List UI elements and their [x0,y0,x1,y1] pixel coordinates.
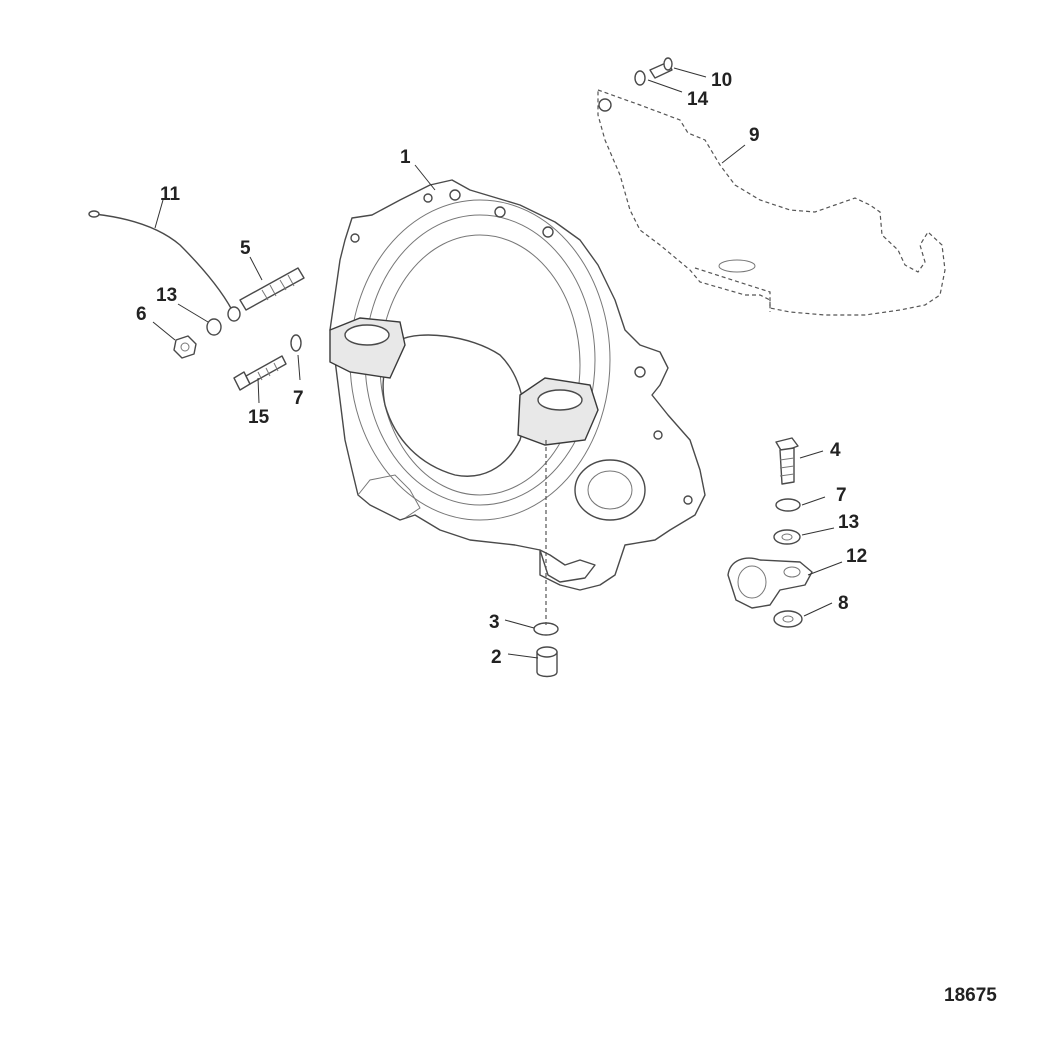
callout-15: 15 [248,407,270,428]
dowel-sleeve-2 [536,646,558,678]
callout-9: 9 [749,125,760,146]
callout-12: 12 [846,546,867,567]
callout-labels: 1 2 3 4 5 6 7 7 8 9 10 11 12 13 13 14 15 [136,70,867,668]
washer-13-right [773,529,801,545]
bolt-4 [775,437,799,485]
leader-lines [152,67,843,659]
rod-11 [88,210,241,322]
flywheel-housing [329,179,706,591]
mount-bracket-12 [727,557,813,609]
callout-8: 8 [838,593,849,614]
lock-washer-7-right [775,498,801,512]
callout-13-left: 13 [156,285,177,306]
washer-8 [773,610,803,628]
washer-13-left [206,318,222,336]
drawing-number: 18675 [944,985,997,1006]
bolt-15 [233,355,287,391]
callout-7-left: 7 [293,388,304,409]
washer-14 [634,70,646,86]
callout-2: 2 [491,647,502,668]
callout-3: 3 [489,612,500,633]
flywheel-cover-plate [597,89,946,316]
callout-13-right: 13 [838,512,859,533]
callout-6: 6 [136,304,147,325]
callout-11: 11 [160,184,181,205]
lock-washer-7-left [290,334,302,352]
bolt-10 [649,57,673,79]
stud-5 [239,267,305,311]
callout-4: 4 [830,440,841,461]
callout-10: 10 [711,70,732,91]
callout-5: 5 [240,238,251,259]
nut-6 [173,335,197,359]
callout-7-right: 7 [836,485,847,506]
callout-14: 14 [687,89,709,110]
callout-1: 1 [400,147,411,168]
